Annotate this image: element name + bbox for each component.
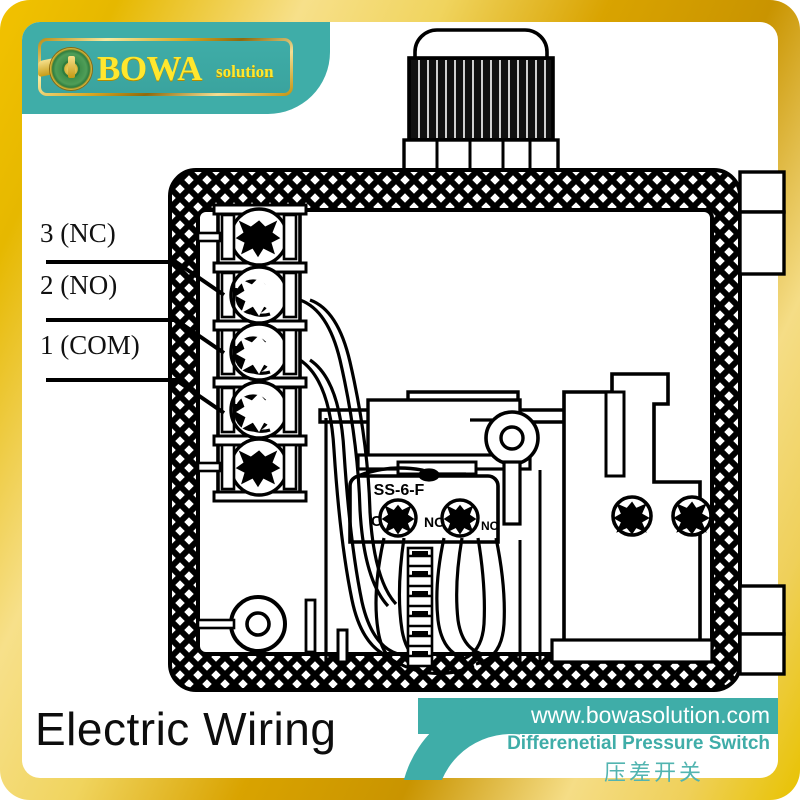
brand-tagline: solution bbox=[216, 62, 274, 81]
adjustment-lever bbox=[470, 410, 540, 526]
brand-name: BOWA bbox=[97, 49, 202, 88]
internal-mechanism bbox=[318, 390, 608, 662]
callout-label-terminal-2: 2 (NO) bbox=[40, 270, 118, 300]
pressure-element-block bbox=[550, 372, 714, 664]
bowa-emblem-icon bbox=[50, 48, 92, 90]
page-title: Electric Wiring bbox=[35, 703, 337, 755]
coil-spring bbox=[406, 546, 434, 668]
terminal-block bbox=[196, 203, 308, 503]
url-banner bbox=[418, 698, 778, 734]
brand-logo[interactable]: BOWA solution bbox=[38, 38, 293, 96]
product-name-en: Differenetial Pressure Switch bbox=[507, 733, 770, 754]
microswitch-terminal-no: NO bbox=[424, 514, 445, 530]
microswitch-body bbox=[348, 466, 500, 544]
microswitch-labels: SS-6-F C NO NC bbox=[371, 482, 499, 533]
microswitch-terminal-nc: NC bbox=[481, 519, 499, 533]
banner-curve-decoration bbox=[400, 698, 520, 780]
microswitch-terminal-c: C bbox=[371, 513, 382, 530]
callout-label-terminal-3: 3 (NC) bbox=[40, 218, 116, 248]
ground-terminal-icon bbox=[196, 595, 317, 654]
wire-bundle bbox=[299, 298, 506, 676]
callout-leader-lines bbox=[46, 260, 226, 415]
mounting-tabs bbox=[738, 170, 786, 676]
callout-label-terminal-1: 1 (COM) bbox=[40, 330, 140, 360]
product-name-cn: 压差开关 bbox=[603, 761, 704, 786]
microswitch-marking-label: SS-6-F bbox=[374, 482, 425, 499]
website-url[interactable]: www.bowasolution.com bbox=[530, 702, 770, 728]
